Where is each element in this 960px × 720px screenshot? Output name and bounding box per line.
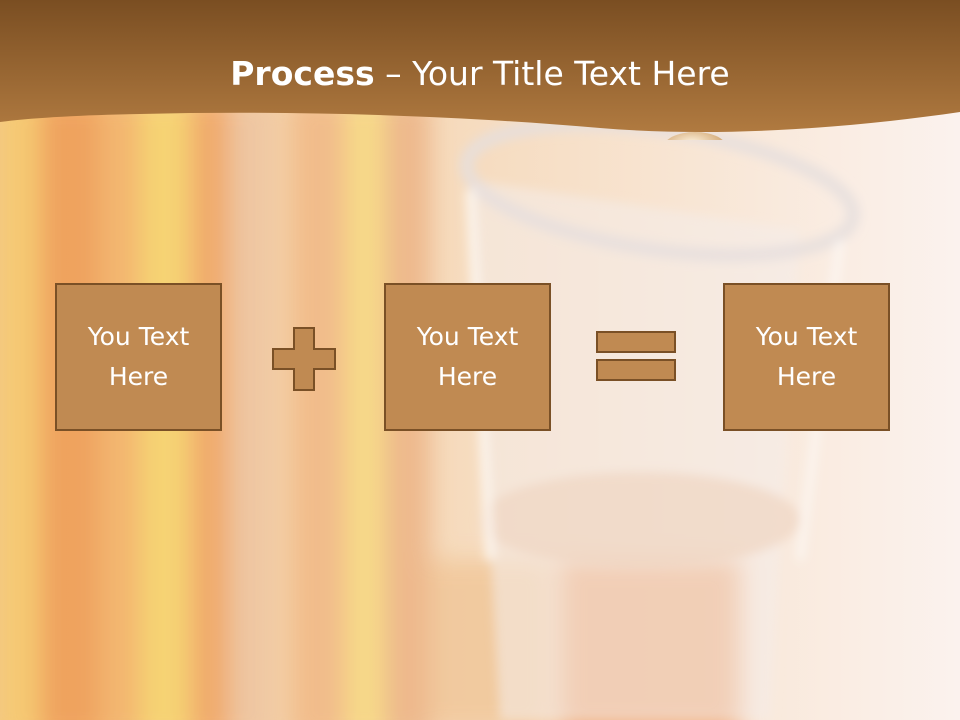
title-rest: – Your Title Text Here	[374, 54, 730, 93]
title-banner	[0, 0, 960, 140]
text-box-2[interactable]: You Text Here	[384, 283, 551, 431]
droplet-shape	[667, 132, 723, 140]
text-box-3-label: You Text Here	[755, 322, 858, 391]
plus-icon	[272, 327, 336, 391]
slide-title: Process – Your Title Text Here	[0, 52, 960, 96]
text-box-1-label: You Text Here	[87, 322, 190, 391]
text-box-2-label: You Text Here	[416, 322, 519, 391]
title-bold: Process	[230, 54, 375, 93]
text-box-3[interactable]: You Text Here	[723, 283, 890, 431]
text-box-1[interactable]: You Text Here	[55, 283, 222, 431]
equals-icon	[596, 331, 676, 381]
